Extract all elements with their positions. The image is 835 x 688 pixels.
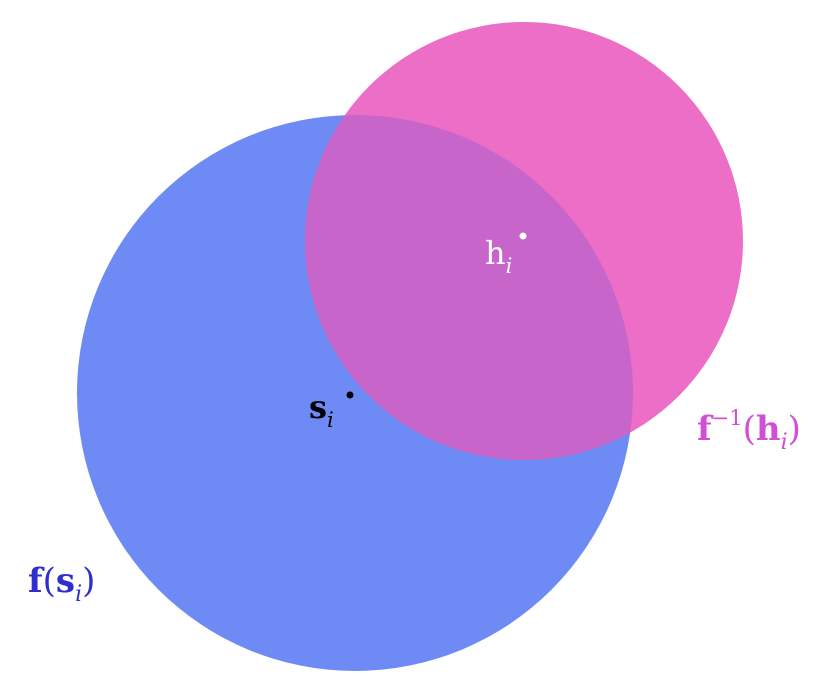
point-s-dot — [346, 391, 354, 399]
point-s-var: s — [309, 388, 327, 426]
point-h-label: hi — [485, 234, 512, 278]
blue-circle-label: f(si) — [28, 561, 95, 607]
point-h-var: h — [485, 234, 506, 272]
point-h-sub: i — [506, 254, 513, 278]
point-h-dot — [519, 232, 527, 240]
point-s-sub: i — [327, 408, 334, 432]
overlap-region — [305, 115, 633, 460]
pink-circle-label: f−1(hi) — [697, 406, 801, 455]
point-s-label: si — [309, 388, 334, 432]
